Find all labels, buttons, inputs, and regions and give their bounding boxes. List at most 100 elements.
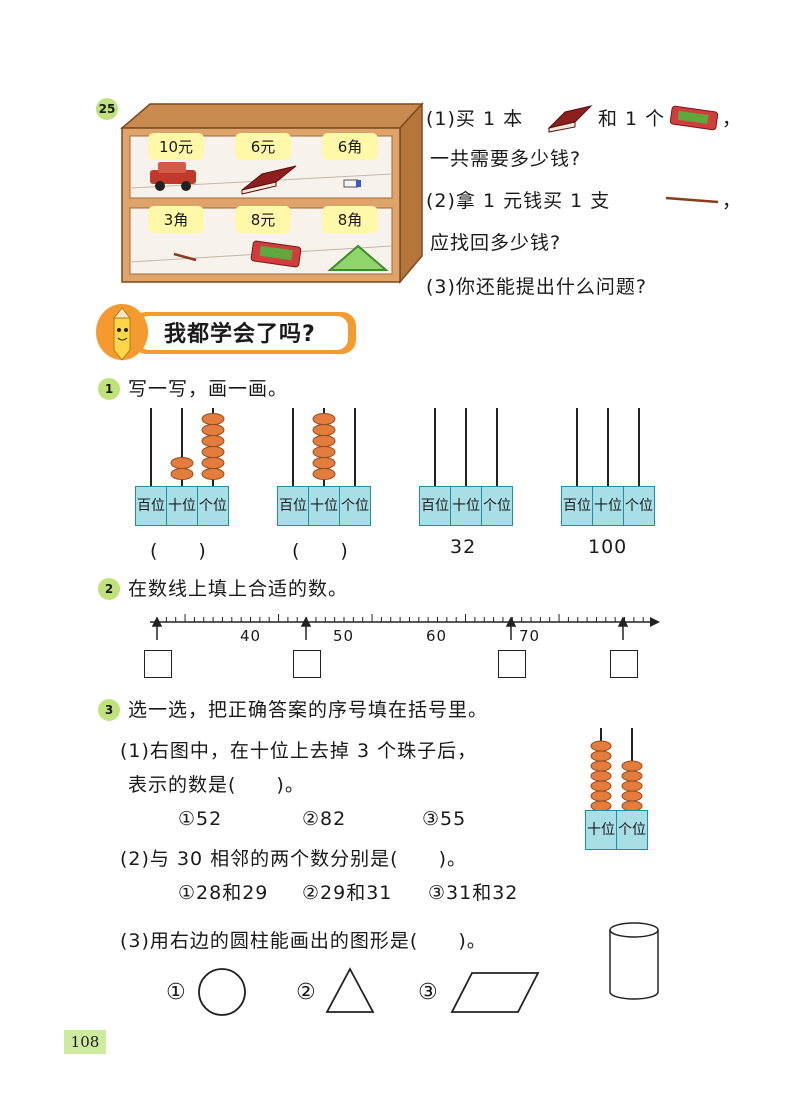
price-text: 6角 — [337, 138, 363, 156]
answer-blank[interactable]: ( ) — [292, 540, 349, 562]
place-label: 位 — [466, 498, 480, 514]
triangle-shape-icon[interactable] — [324, 966, 376, 1016]
place-cell-tens: 十位 — [167, 487, 198, 525]
abacus-rod — [607, 408, 609, 486]
place-label: 个 — [618, 822, 632, 838]
shelf-illustration — [119, 102, 424, 285]
number-line-label: 50 — [333, 627, 355, 645]
pencil-mascot-icon — [112, 307, 132, 361]
question-1-text: (1)右图中，在十位上去掉 3 个珠子后， — [120, 740, 478, 762]
option[interactable]: ③31和32 — [428, 882, 519, 904]
place-cell-tens: 十位 — [451, 487, 482, 525]
place-value-table: 百位 十位 个位 — [419, 486, 513, 526]
place-label: 个 — [625, 498, 639, 514]
abacus-rod — [434, 408, 436, 486]
place-value-table: 百位 十位 个位 — [135, 486, 229, 526]
place-label: 位 — [213, 498, 227, 514]
review-banner — [96, 304, 356, 361]
place-label: 百 — [421, 498, 435, 514]
question-2-part-b: ， — [722, 190, 743, 212]
book-icon — [547, 105, 593, 133]
toy-car-icon — [150, 162, 196, 191]
place-label: 十 — [452, 498, 466, 514]
question-1-text: 表示的数是( )。 — [128, 774, 305, 796]
place-cell-tens: 十位 — [593, 487, 624, 525]
eraser-icon — [343, 179, 359, 188]
place-label: 百 — [563, 498, 577, 514]
place-label: 位 — [151, 498, 165, 514]
place-cell-hundreds: 百位 — [420, 487, 451, 525]
place-label: 位 — [608, 498, 622, 514]
place-cell-ones: 个位 — [482, 487, 512, 525]
question-1-part-d: 一共需要多少钱? — [430, 148, 582, 170]
question-3-text: (3)用右边的圆柱能画出的图形是( )。 — [120, 930, 487, 952]
triangle-ruler-icon — [327, 244, 389, 271]
place-label: 十 — [594, 498, 608, 514]
place-cell-ones: 个位 — [340, 487, 370, 525]
exercise-2-title: 在数线上填上合适的数。 — [128, 578, 349, 600]
question-2-text: (2)与 30 相邻的两个数分别是( )。 — [120, 848, 467, 870]
pencil-box-icon — [250, 240, 302, 268]
option[interactable]: ②82 — [302, 808, 347, 830]
place-label: 十 — [587, 822, 601, 838]
review-title: 我都学会了吗? — [164, 322, 316, 347]
option[interactable]: ①28和29 — [178, 882, 269, 904]
price-tag: 8元 — [235, 206, 291, 233]
price-text: 8元 — [250, 211, 276, 229]
exercise-number: 2 — [104, 582, 114, 596]
given-number: 100 — [588, 536, 628, 558]
place-label: 百 — [279, 498, 293, 514]
price-text: 3角 — [163, 211, 189, 229]
place-label: 位 — [639, 498, 653, 514]
number-line-label: 60 — [426, 627, 448, 645]
question-1-part-c: ， — [722, 108, 743, 130]
pencil-icon — [173, 252, 197, 262]
cylinder-icon — [609, 922, 659, 1000]
place-label: 百 — [137, 498, 151, 514]
place-value-table: 百位 十位 个位 — [561, 486, 655, 526]
place-cell-tens: 十位 — [586, 811, 617, 849]
place-cell-tens: 十位 — [309, 487, 340, 525]
abacus-rod — [181, 408, 183, 486]
exercise-1-title: 写一写，画一画。 — [128, 378, 289, 400]
option-marker[interactable]: ③ — [418, 980, 439, 1005]
answer-box[interactable] — [144, 650, 172, 678]
answer-box[interactable] — [498, 650, 526, 678]
option-marker[interactable]: ① — [166, 980, 187, 1005]
place-cell-ones: 个位 — [624, 487, 654, 525]
abacus-rod — [292, 408, 294, 486]
exercise-number-badge: 2 — [98, 578, 120, 600]
place-value-table: 十位 个位 — [585, 810, 648, 850]
place-cell-ones: 个位 — [198, 487, 228, 525]
answer-blank[interactable]: ( ) — [150, 540, 207, 562]
place-cell-hundreds: 百位 — [278, 487, 309, 525]
option[interactable]: ①52 — [178, 808, 223, 830]
exercise-3-title: 选一选，把正确答案的序号填在括号里。 — [128, 699, 489, 721]
option-marker[interactable]: ② — [296, 980, 317, 1005]
problem-number-badge: 25 — [96, 98, 118, 120]
answer-box[interactable] — [610, 650, 638, 678]
abacus-rod — [354, 408, 356, 486]
page-number-text: 108 — [70, 1033, 100, 1051]
place-label: 位 — [601, 822, 615, 838]
circle-shape-icon[interactable] — [196, 966, 248, 1018]
place-label: 位 — [497, 498, 511, 514]
abacus-beads — [590, 740, 643, 812]
place-label: 个 — [199, 498, 213, 514]
parallelogram-shape-icon[interactable] — [450, 970, 542, 1016]
abacus-rod — [638, 408, 640, 486]
answer-box[interactable] — [293, 650, 321, 678]
question-1-part-a: (1)买 1 本 — [426, 108, 524, 130]
exercise-number-badge: 1 — [98, 378, 120, 400]
question-2-part-c: 应找回多少钱? — [430, 232, 562, 254]
option[interactable]: ②29和31 — [302, 882, 393, 904]
place-cell-hundreds: 百位 — [136, 487, 167, 525]
place-label: 十 — [168, 498, 182, 514]
abacus-beads — [170, 413, 225, 480]
place-label: 位 — [577, 498, 591, 514]
price-tag: 8角 — [322, 206, 378, 233]
number-line-label: 70 — [519, 627, 541, 645]
abacus-rod — [465, 408, 467, 486]
option[interactable]: ③55 — [422, 808, 467, 830]
place-label: 位 — [632, 822, 646, 838]
